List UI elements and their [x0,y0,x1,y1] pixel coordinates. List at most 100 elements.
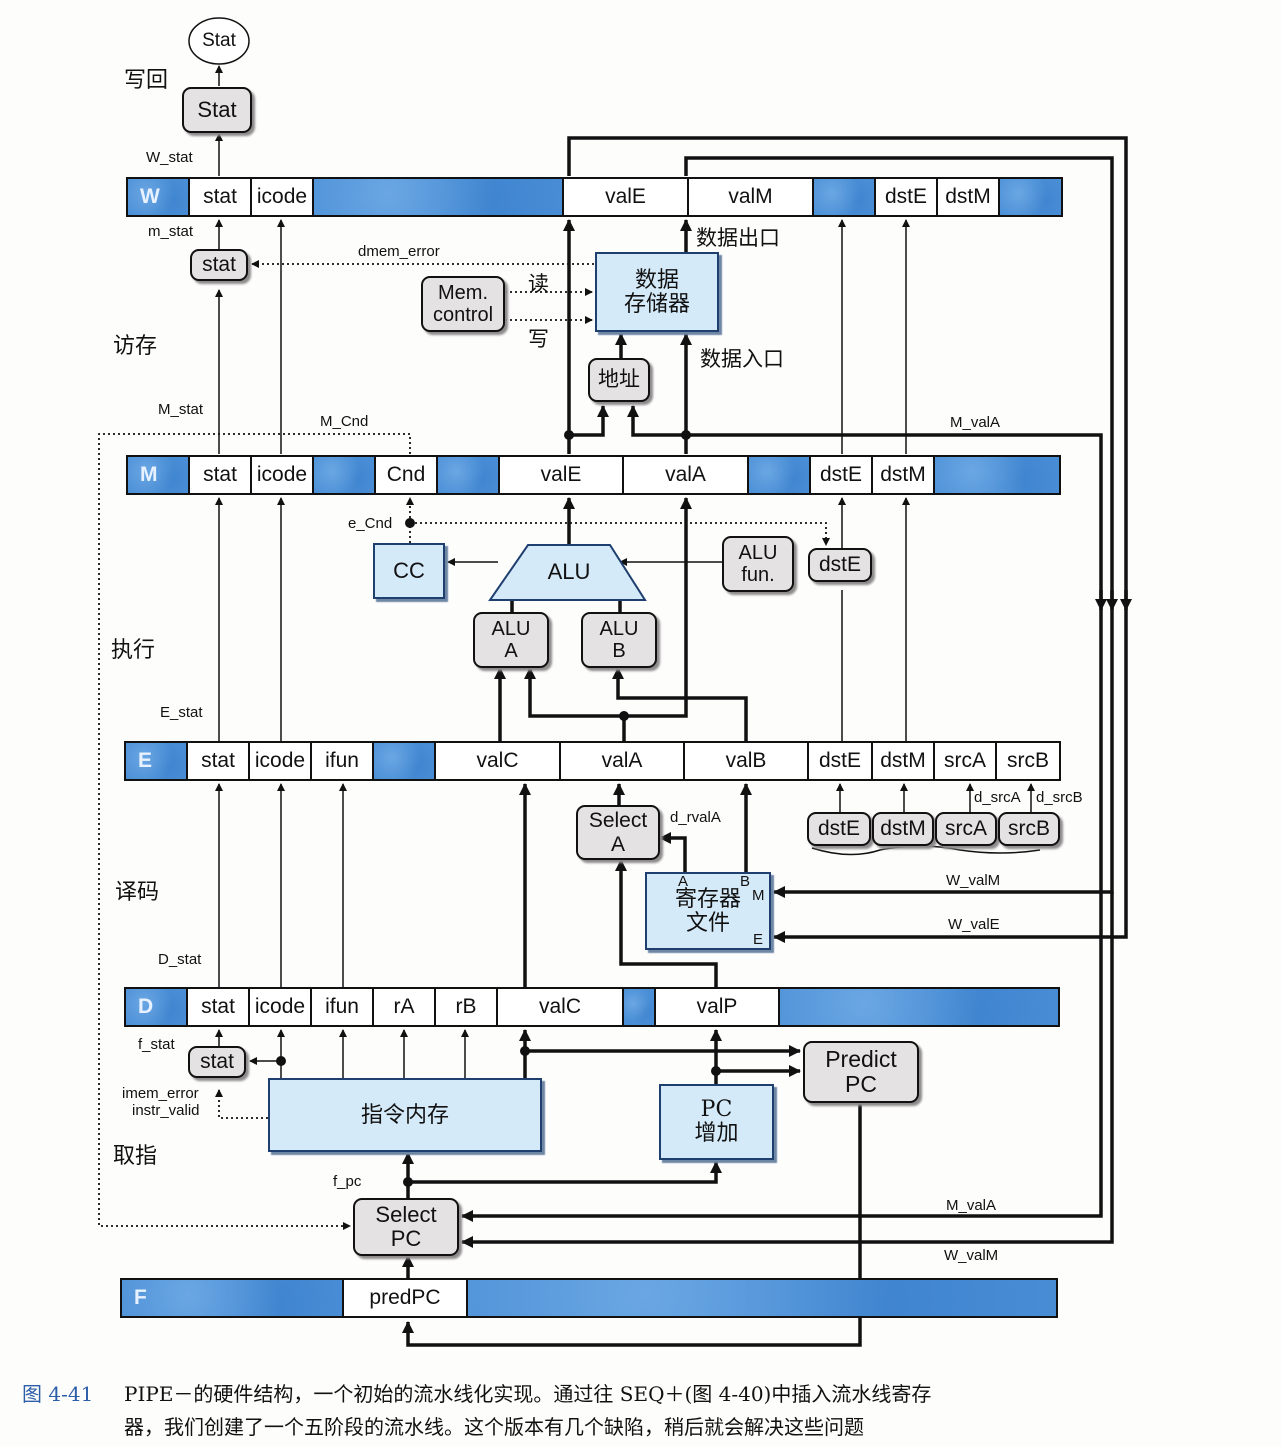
signal-M_stat: M_stat [158,401,204,418]
signal-d_rvalA: d_rvalA [670,809,721,826]
d-srcA-block: srcA [935,812,997,846]
w-spacer [314,179,564,215]
alu-a-line2: A [504,640,518,662]
signal-imem_error: imem_error [122,1085,199,1102]
rf-port-E: E [753,931,764,948]
register-F: F predPC [120,1278,1058,1318]
signal-W_valE-rf: W_valE [948,916,1000,933]
w-field-dstE: dstE [876,179,938,215]
signal-W_stat: W_stat [146,149,193,166]
select-pc-line2: PC [390,1226,422,1251]
mem-control-block: Mem. control [421,276,505,332]
e-field-valB: valB [685,743,809,779]
signal-f_stat: f_stat [138,1036,175,1053]
register-E: E stat icode ifun valC valA valB dstE ds… [124,741,1061,781]
register-file-block: 寄存器 文件 [645,872,771,950]
w-spacer [1000,179,1061,215]
e-field-dstM: dstM [873,743,935,779]
d-field-stat: stat [188,989,250,1025]
d-field-ifun: ifun [312,989,374,1025]
pc-increment-line2: 增加 [694,1121,739,1146]
register-M: M stat icode Cnd valE valA dstE dstM [126,455,1061,495]
signal-f_pc: f_pc [333,1173,362,1190]
m-field-dstM: dstM [873,457,935,493]
m-spacer [749,457,811,493]
signal-m_stat: m_stat [148,223,194,240]
d-spacer [780,989,1058,1025]
register-tag-F: F [122,1280,344,1316]
alu-a-block: ALU A [473,612,549,668]
alu-fun-line2: fun. [741,564,775,586]
w-spacer [814,179,876,215]
select-a-block: Select A [576,805,660,860]
alu-b-block: ALU B [581,612,657,668]
d-field-valC: valC [498,989,624,1025]
stage-label-memory: 访存 [113,334,158,359]
pipe-minus-hardware-diagram: 写回 访存 执行 译码 取指 Stat Stat W stat icode va… [98,17,1132,1347]
signal-W_valM-pc: W_valM [944,1247,999,1264]
alu-fun-line1: ALU [738,542,778,564]
stat-writeback-block: Stat [182,87,252,133]
e-field-valC: valC [436,743,561,779]
w-field-dstM: dstM [938,179,1000,215]
register-W: W stat icode valE valM dstE dstM [126,177,1063,217]
e-field-icode: icode [250,743,312,779]
e-field-srcB: srcB [997,743,1059,779]
alu-fun-block: ALU fun. [722,536,794,592]
w-field-stat: stat [190,179,252,215]
stat-fetch-block: stat [188,1046,246,1078]
d-field-rB: rB [436,989,498,1025]
signal-W_valM-rf: W_valM [946,872,1001,889]
e-field-srcA: srcA [935,743,997,779]
register-tag-W: W [128,179,190,215]
stat-output: Stat [202,29,236,51]
wires-layer [98,17,1132,1347]
alu-label: ALU [547,558,591,584]
stage-label-fetch: 取指 [113,1144,158,1169]
signal-read: 读 [528,273,549,296]
register-tag-E: E [126,743,188,779]
mem-control-line1: Mem. [438,282,488,304]
w-field-icode: icode [252,179,314,215]
signal-dmem_error: dmem_error [358,243,440,260]
register-D: D stat icode ifun rA rB valC valP [124,987,1060,1027]
instruction-memory-block: 指令内存 [268,1078,542,1152]
register-tag-M: M [128,457,190,493]
data-memory-block: 数据 存储器 [595,252,719,332]
alu-b-line1: ALU [599,618,639,640]
m-field-dstE: dstE [811,457,873,493]
signal-instr_valid: instr_valid [132,1102,200,1119]
m-spacer [935,457,1059,493]
signal-d_srcB: d_srcB [1036,789,1083,806]
data-memory-line2: 存储器 [623,291,690,316]
stage-label-writeback: 写回 [124,68,169,93]
e-field-valA: valA [561,743,685,779]
signal-d_srcA: d_srcA [974,789,1021,806]
caption-line-2: 器，我们创建了一个五阶段的流水线。这个版本有几个缺陷，稍后就会解决这些问题 [124,1415,864,1439]
signal-M_valA-pc: M_valA [946,1197,997,1214]
alu-b-line2: B [612,640,626,662]
e-field-stat: stat [188,743,250,779]
caption-line-1: PIPE－的硬件结构，一个初始的流水线化实现。通过往 SEQ＋(图 4-40)中… [124,1382,932,1406]
mem-control-line2: control [432,304,494,326]
stat-output-ellipse [188,17,250,65]
m-field-Cnd: Cnd [376,457,438,493]
stage-label-decode: 译码 [115,880,160,905]
stage-label-execute: 执行 [111,638,156,663]
predict-pc-block: Predict PC [803,1041,919,1103]
m-spacer [438,457,500,493]
w-field-valE: valE [564,179,689,215]
address-block: 地址 [588,358,650,402]
d-dstM-block: dstM [872,812,934,846]
f-field-predPC: predPC [344,1280,468,1316]
signal-M_Cnd: M_Cnd [320,413,369,430]
alu-shape [488,544,647,601]
signal-M_valA-top: M_valA [950,414,1001,431]
d-field-rA: rA [374,989,436,1025]
signal-write: 写 [528,328,549,351]
signal-E_stat: E_stat [160,704,203,721]
e-spacer [374,743,436,779]
select-pc-line1: Select [375,1201,437,1227]
rf-port-A: A [678,873,689,890]
